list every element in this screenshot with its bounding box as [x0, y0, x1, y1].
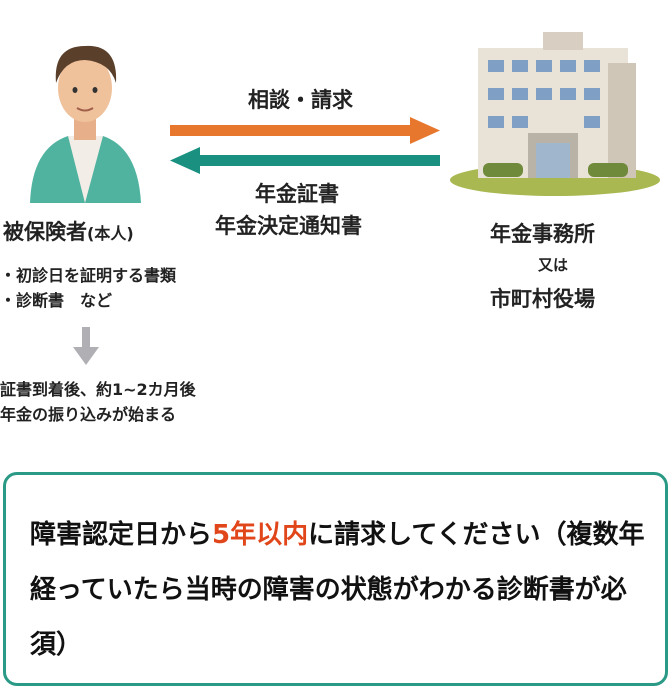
person-title: 被保険者(本人) — [3, 216, 134, 246]
office-line3: 市町村役場 — [490, 287, 595, 311]
request-arrow — [170, 117, 440, 144]
reply-arrow — [170, 147, 440, 174]
office-line1: 年金事務所 — [490, 222, 595, 246]
person-result: 証書到着後、約1~2カ月後 年金の振り込みが始まる — [0, 377, 196, 427]
notice-box — [3, 472, 668, 686]
reply-label-1: 年金証書 — [255, 182, 339, 206]
person-items: ・初診日を証明する書類 ・診断書 など — [0, 263, 176, 313]
reply-label-2: 年金決定通知書 — [215, 214, 362, 238]
result-line: 証書到着後、約1~2カ月後 — [0, 380, 196, 399]
person-illustration — [30, 45, 141, 203]
notice-text-after: に請求してください（複数年経っていたら当時の障害の状態がわかる診断書が必須） — [30, 520, 645, 660]
office-line2: 又は — [538, 256, 569, 274]
building-illustration — [450, 32, 660, 196]
person-item: ・初診日を証明する書類 — [0, 266, 177, 285]
arrows — [170, 117, 440, 174]
person-title-main: 被保険者 — [3, 220, 87, 244]
person-item: ・診断書 など — [0, 291, 113, 310]
person-title-suffix: (本人) — [87, 224, 134, 243]
result-line: 年金の振り込みが始まる — [0, 405, 177, 424]
notice-highlight: 5年以内 — [212, 520, 309, 550]
down-arrow-icon — [73, 327, 99, 365]
notice-text: 障害認定日から5年以内に請求してください（複数年経っていたら当時の障害の状態がわ… — [30, 508, 650, 673]
notice-text-before: 障害認定日から — [30, 520, 213, 550]
request-label: 相談・請求 — [248, 88, 353, 112]
